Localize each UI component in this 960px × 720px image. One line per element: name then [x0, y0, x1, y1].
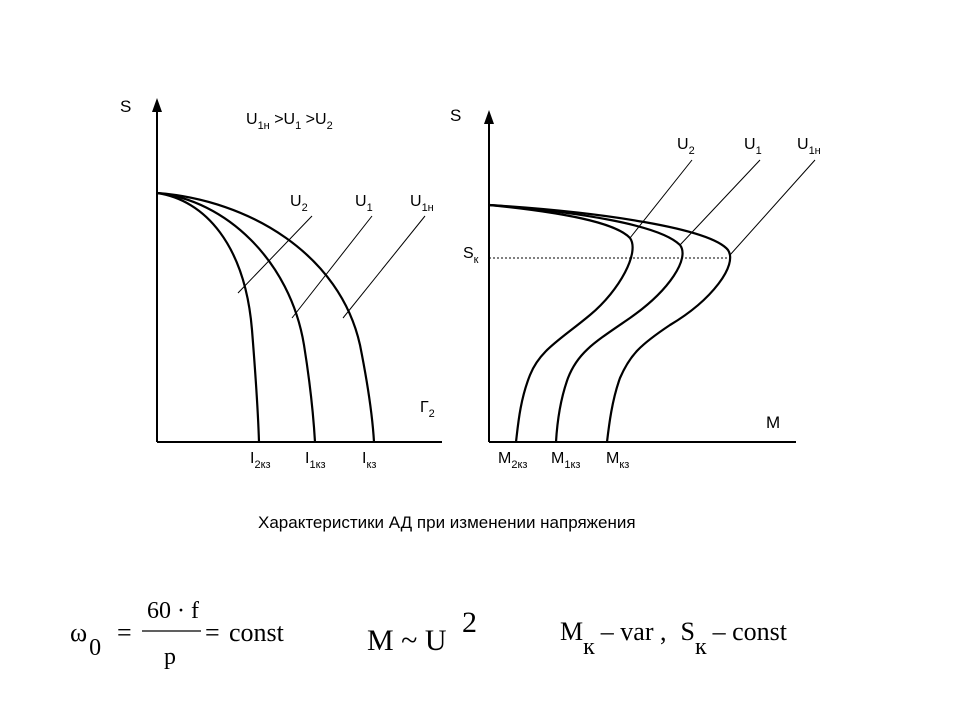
right-tick-m1kz: M1кз: [551, 450, 580, 471]
right-curve-label-u2: U2: [677, 136, 695, 157]
formula-omega: ω0 = 60 · f p = const: [70, 598, 285, 670]
formula-omega-lhs: ω0: [70, 618, 101, 661]
formula-torque: M ~ U 2: [367, 606, 477, 657]
left-tick-i1kz: I1кз: [305, 450, 326, 471]
right-curve-u1n: [488, 203, 732, 443]
formula-omega-denominator: p: [164, 644, 176, 670]
left-curve-u1n: [156, 191, 376, 443]
left-tick-ikz: Iкз: [362, 450, 376, 471]
left-x-axis-label: Г2: [420, 399, 435, 420]
right-y-axis-arrow: [484, 110, 494, 124]
left-y-axis-arrow: [152, 98, 162, 112]
formula-critical: Mк– var ,Sк– const: [560, 617, 788, 660]
right-leader-u1n: [729, 159, 816, 256]
left-tick-i2kz: I2кз: [250, 450, 271, 471]
left-leader-u2: [237, 215, 313, 294]
left-y-axis-label: S: [120, 97, 131, 116]
left-curve-u1: [156, 191, 317, 443]
right-curve-label-u1n: U1н: [797, 136, 821, 157]
right-curve-u2: [488, 203, 634, 443]
right-tick-m2kz: M2кз: [498, 450, 527, 471]
formula-critical-text: Mк– var ,Sк– const: [560, 617, 788, 660]
left-condition-label: U1н >U1 >U2: [246, 111, 333, 132]
formula-omega-eq2: =: [205, 618, 220, 647]
formula-omega-rhs: const: [229, 618, 285, 647]
formula-omega-eq1: =: [117, 618, 132, 647]
right-chart: S M Sк U2 U1 U1н M2кз M1кз: [450, 106, 821, 471]
critical-slip-label: Sк: [463, 245, 479, 266]
formula-torque-power: 2: [462, 606, 477, 639]
left-curve-label-u2: U2: [290, 193, 308, 214]
right-x-axis-label: M: [766, 413, 780, 432]
right-tick-mkz: Mкз: [606, 450, 629, 471]
right-y-axis-label: S: [450, 106, 461, 125]
formula-omega-numerator: 60 · f: [147, 598, 199, 624]
caption: Характеристики АД при изменении напряжен…: [258, 513, 636, 532]
left-curve-label-u1: U1: [355, 193, 373, 214]
right-curve-label-u1: U1: [744, 136, 762, 157]
left-curve-u2: [156, 191, 261, 443]
left-leader-u1n: [342, 215, 426, 319]
right-leader-u2: [629, 159, 693, 239]
right-curve-u1: [488, 203, 684, 443]
left-leader-u1: [291, 215, 373, 319]
left-curve-label-u1n: U1н: [410, 193, 434, 214]
left-chart: S U1н >U1 >U2 U2 U1 U1н Г2 I2кз: [120, 97, 442, 471]
right-leader-u1: [679, 159, 761, 246]
formula-torque-lhs: M ~ U: [367, 624, 447, 657]
